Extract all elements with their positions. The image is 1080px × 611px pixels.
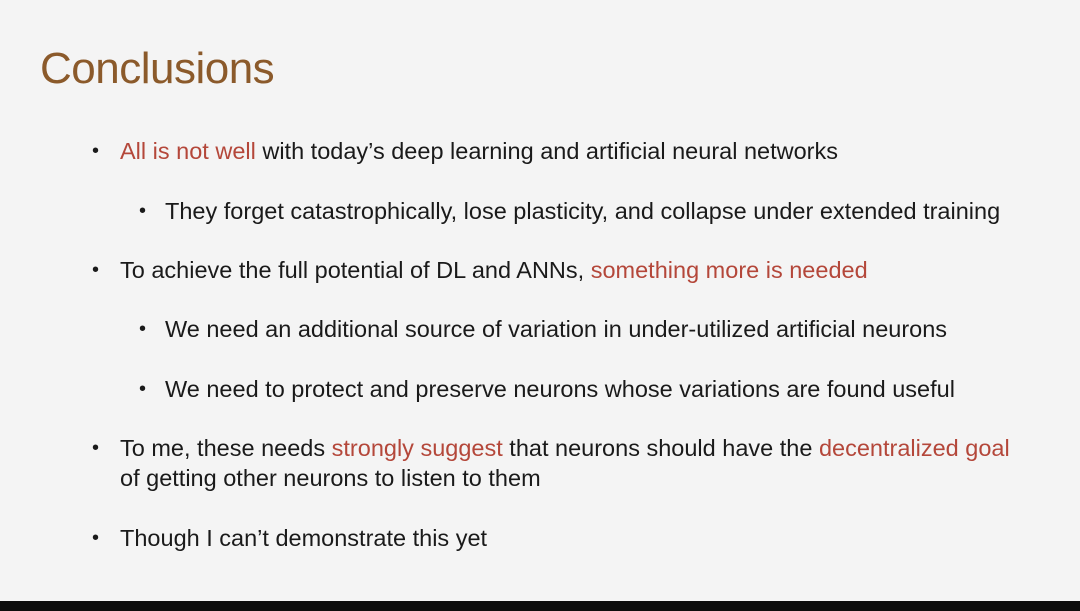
highlight-text: something more is needed [590,257,868,283]
subbullet-forget-catastrophically: • They forget catastrophically, lose pla… [139,196,1001,226]
bullet-dot-icon: • [92,259,100,281]
bullet-text: that neurons should have the [502,435,819,461]
bullet-text: We need to protect and preserve neurons … [165,376,955,402]
bullet-full-potential: • To achieve the full potential of DL an… [92,255,868,285]
bullet-text-line2: of getting other neurons to listen to th… [120,465,541,491]
bullet-dot-icon: • [92,527,100,549]
subbullet-additional-variation: • We need an additional source of variat… [139,314,948,344]
bullet-dot-icon: • [139,200,147,222]
highlight-text: All is not well [120,138,256,164]
bullet-text: We need an additional source of variatio… [165,316,948,342]
bottom-bar [0,601,1080,611]
bullet-dot-icon: • [139,378,147,400]
bullet-text: To achieve the full potential of DL and … [120,257,591,283]
slide-title: Conclusions [40,44,275,93]
bullet-text: They forget catastrophically, lose plast… [165,198,1001,224]
bullet-dot-icon: • [92,437,100,459]
bullet-text: with today’s deep learning and artificia… [255,138,839,164]
bullet-cant-demonstrate: • Though I can’t demonstrate this yet [92,523,488,553]
bullet-text: To me, these needs [120,435,332,461]
highlight-text: decentralized goal [818,435,1010,461]
highlight-text: strongly suggest [331,435,503,461]
bullet-text: Though I can’t demonstrate this yet [120,525,488,551]
bullet-all-is-not-well: • All is not well with today’s deep lear… [92,136,839,166]
subbullet-protect-neurons: • We need to protect and preserve neuron… [139,374,955,404]
bullet-dot-icon: • [92,140,100,162]
bullet-dot-icon: • [139,318,147,340]
bullet-strongly-suggest: • To me, these needs strongly suggest th… [92,433,1010,493]
